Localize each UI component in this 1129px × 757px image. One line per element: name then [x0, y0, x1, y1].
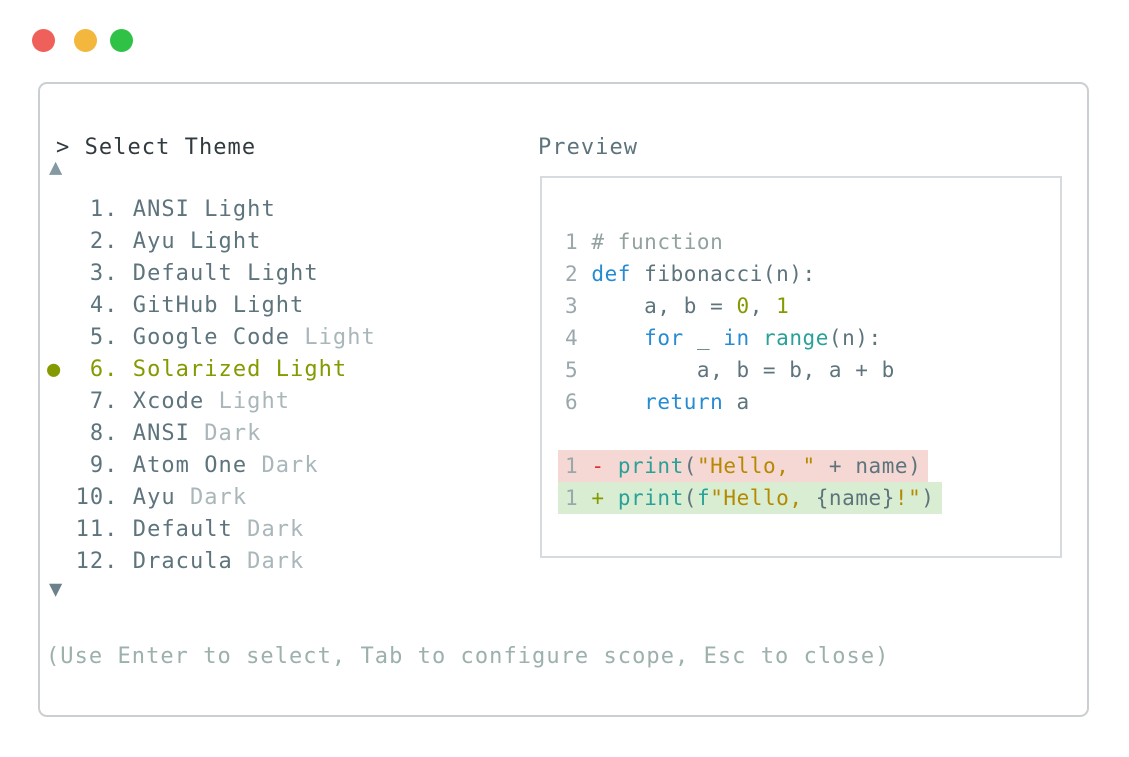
- theme-variant: Light: [247, 261, 319, 286]
- theme-name: GitHub: [132, 293, 219, 318]
- bullet-placeholder: [47, 549, 76, 574]
- theme-variant: Dark: [204, 421, 262, 446]
- line-number: 2: [565, 262, 592, 286]
- theme-variant: Dark: [261, 453, 319, 478]
- theme-list-item[interactable]: ● 6. Solarized Light: [47, 354, 376, 386]
- theme-list-item[interactable]: 12. Dracula Dark: [47, 546, 376, 578]
- theme-number: 6.: [75, 357, 133, 382]
- line-number: 6: [565, 390, 592, 414]
- bullet-placeholder: [47, 421, 76, 446]
- code-line: 2 def fibonacci(n):: [565, 262, 816, 286]
- theme-list-item[interactable]: 3. Default Light: [47, 258, 376, 290]
- preview-box: 1 # function 2 def fibonacci(n): 3 a, b = …: [540, 176, 1062, 558]
- theme-name: Dracula: [132, 549, 233, 574]
- close-button[interactable]: [32, 29, 55, 52]
- diff-highlight: 1 - print("Hello, " + name): [558, 450, 929, 482]
- theme-number: 4.: [75, 293, 133, 318]
- theme-number: 9.: [75, 453, 133, 478]
- line-number: 3: [565, 294, 592, 318]
- scroll-up-icon[interactable]: ▲: [49, 155, 64, 180]
- theme-name: Ayu: [132, 485, 176, 510]
- bullet-placeholder: [47, 261, 76, 286]
- theme-number: 8.: [75, 421, 133, 446]
- theme-list-item[interactable]: 7. Xcode Light: [47, 386, 376, 418]
- theme-name: ANSI: [132, 197, 190, 222]
- theme-name: Solarized: [132, 357, 262, 382]
- theme-list-item[interactable]: 9. Atom One Dark: [47, 450, 376, 482]
- theme-number: 3.: [75, 261, 133, 286]
- diff-added-line: 1 + print(f"Hello, {name}!"): [558, 482, 1060, 514]
- theme-list-item[interactable]: 8. ANSI Dark: [47, 418, 376, 450]
- code-line: 6 return a: [565, 390, 750, 414]
- theme-variant: Light: [189, 229, 262, 254]
- theme-variant: Light: [304, 325, 376, 350]
- theme-list: 1. ANSI Light 2. Ayu Light 3. Default Li…: [47, 194, 376, 578]
- theme-name: Xcode: [132, 389, 205, 414]
- line-number: 5: [565, 358, 592, 382]
- theme-variant: Dark: [247, 517, 305, 542]
- theme-list-item[interactable]: 4. GitHub Light: [47, 290, 376, 322]
- theme-number: 2.: [75, 229, 133, 254]
- theme-number: 12.: [75, 549, 133, 574]
- bullet-placeholder: [47, 453, 76, 478]
- bullet-placeholder: [47, 389, 76, 414]
- theme-list-item[interactable]: 1. ANSI Light: [47, 194, 376, 226]
- bullet-placeholder: [47, 197, 76, 222]
- theme-list-item[interactable]: 10. Ayu Dark: [47, 482, 376, 514]
- theme-name: Ayu: [132, 229, 176, 254]
- diff-removed-line: 1 - print("Hello, " + name): [558, 450, 1060, 482]
- minimize-button[interactable]: [74, 29, 97, 52]
- bullet-placeholder: [47, 229, 76, 254]
- diff-highlight: 1 + print(f"Hello, {name}!"): [558, 482, 942, 514]
- theme-list-item[interactable]: 11. Default Dark: [47, 514, 376, 546]
- theme-variant: Light: [232, 293, 305, 318]
- code-line: 3 a, b = 0, 1: [565, 294, 790, 318]
- theme-name: Atom One: [132, 453, 248, 478]
- theme-variant: Light: [275, 357, 348, 382]
- theme-number: 5.: [75, 325, 133, 350]
- theme-list-item[interactable]: 2. Ayu Light: [47, 226, 376, 258]
- code-preview: 1 # function 2 def fibonacci(n): 3 a, b = …: [542, 178, 1060, 514]
- theme-name: Default: [132, 261, 233, 286]
- preview-label: Preview: [538, 135, 639, 160]
- theme-variant: Dark: [189, 485, 248, 510]
- code-line: [565, 418, 1060, 450]
- theme-variant: Dark: [247, 549, 305, 574]
- prompt-title: > Select Theme: [56, 135, 257, 160]
- theme-number: 7.: [75, 389, 133, 414]
- theme-name: Default: [132, 517, 233, 542]
- theme-list-item[interactable]: 5. Google Code Light: [47, 322, 376, 354]
- selected-bullet-icon: ●: [47, 357, 76, 382]
- theme-name: ANSI: [132, 421, 190, 446]
- bullet-placeholder: [47, 293, 76, 318]
- line-number: 4: [565, 326, 592, 350]
- theme-number: 11.: [75, 517, 133, 542]
- bullet-placeholder: [47, 517, 76, 542]
- scroll-down-icon[interactable]: ▼: [49, 577, 64, 602]
- theme-number: 1.: [75, 197, 133, 222]
- bullet-placeholder: [47, 485, 76, 510]
- hint-text: (Use Enter to select, Tab to configure s…: [46, 644, 890, 669]
- code-line: 4 for _ in range(n):: [565, 326, 882, 350]
- line-number: 1: [565, 230, 592, 254]
- theme-variant: Light: [218, 389, 291, 414]
- code-line: 5 a, b = b, a + b: [565, 358, 895, 382]
- code-line: 1 # function: [565, 230, 724, 254]
- theme-name: Google Code: [132, 325, 291, 350]
- bullet-placeholder: [47, 325, 76, 350]
- theme-number: 10.: [75, 485, 133, 510]
- zoom-button[interactable]: [110, 29, 133, 52]
- theme-variant: Light: [204, 197, 276, 222]
